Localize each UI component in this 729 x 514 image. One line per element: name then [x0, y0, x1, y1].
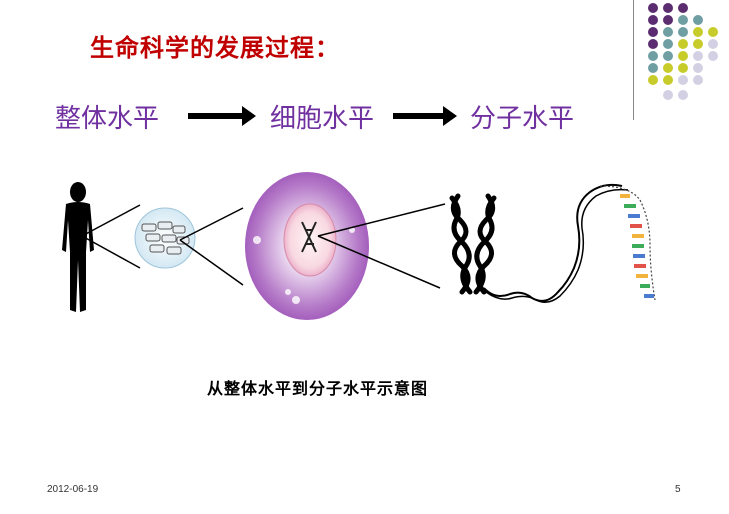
- arrow-2: [393, 106, 457, 126]
- dot: [708, 39, 718, 49]
- dna-helix-icon: [483, 183, 656, 303]
- dot: [648, 75, 658, 85]
- dot: [678, 39, 688, 49]
- footer-page-number: 5: [675, 484, 681, 495]
- chromosome-icon: [449, 193, 497, 295]
- level-cell: 细胞水平: [270, 104, 375, 134]
- dot: [678, 3, 688, 13]
- dot: [693, 75, 703, 85]
- vertical-divider: [633, 0, 634, 120]
- dot: [648, 27, 658, 37]
- dot: [693, 39, 703, 49]
- dot: [663, 15, 673, 25]
- dot: [663, 27, 673, 37]
- dot: [678, 27, 688, 37]
- organism-to-molecule-illustration: [62, 172, 656, 320]
- dot: [708, 51, 718, 61]
- dot: [693, 63, 703, 73]
- dot: [663, 90, 673, 100]
- base-pairs: [620, 194, 654, 298]
- dot: [663, 3, 673, 13]
- slide-title: 生命科学的发展过程：: [90, 34, 340, 62]
- dot: [693, 15, 703, 25]
- dot: [693, 51, 703, 61]
- human-silhouette-icon: [62, 182, 94, 312]
- dot: [663, 39, 673, 49]
- dot: [678, 75, 688, 85]
- cell-nucleus-icon: [245, 172, 369, 320]
- dot: [678, 90, 688, 100]
- level-organism: 整体水平: [55, 104, 160, 134]
- dot: [693, 27, 703, 37]
- dot: [678, 15, 688, 25]
- tissue-cells-icon: [134, 207, 196, 269]
- footer-date: 2012-06-19: [47, 484, 99, 495]
- dot: [663, 63, 673, 73]
- dot: [648, 63, 658, 73]
- dot: [663, 51, 673, 61]
- dot: [648, 3, 658, 13]
- dot: [678, 51, 688, 61]
- dot: [663, 75, 673, 85]
- arrow-1: [188, 106, 256, 126]
- figure-caption: 从整体水平到分子水平示意图: [207, 379, 429, 398]
- dot: [648, 39, 658, 49]
- dot: [648, 15, 658, 25]
- level-molecule: 分子水平: [470, 104, 575, 134]
- dot: [678, 63, 688, 73]
- dot: [708, 27, 718, 37]
- dot: [648, 51, 658, 61]
